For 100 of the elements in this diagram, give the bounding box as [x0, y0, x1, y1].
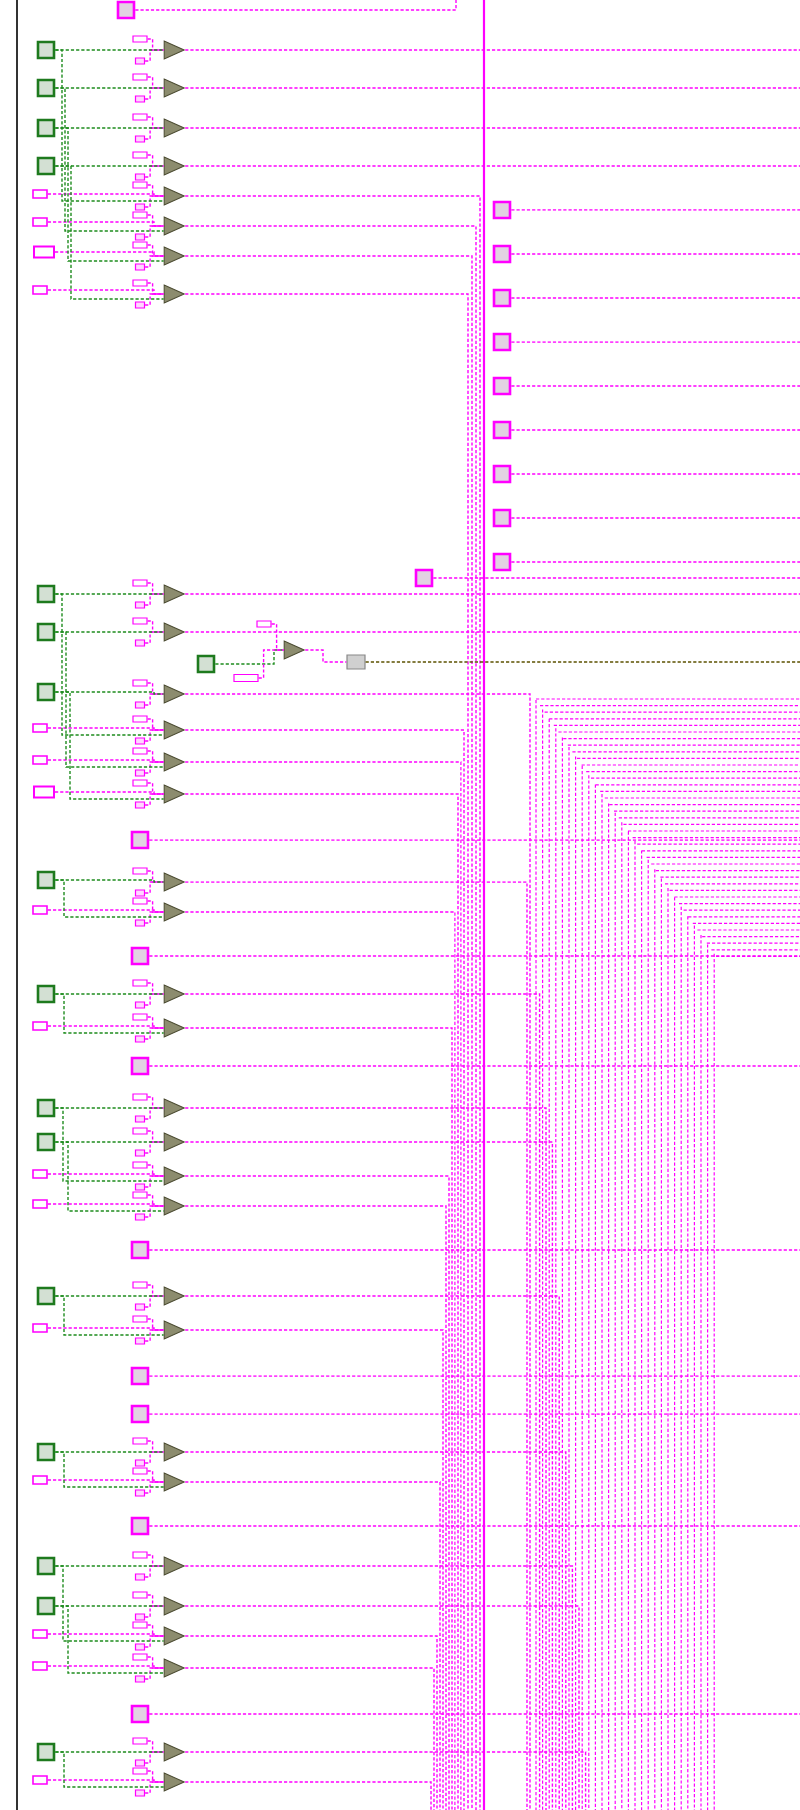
constant-box — [132, 1767, 148, 1775]
wire — [47, 193, 165, 197]
function-block — [130, 1704, 150, 1724]
triangle-node — [163, 784, 185, 804]
wire — [148, 955, 800, 957]
wire — [47, 221, 165, 227]
small-terminal — [134, 1149, 146, 1157]
wire — [510, 385, 800, 387]
constant-box — [132, 715, 148, 723]
wire — [146, 982, 165, 995]
conversion-block — [346, 654, 366, 670]
wire — [184, 1481, 441, 1810]
wire — [54, 87, 165, 232]
control-terminal — [36, 156, 56, 176]
control-terminal — [36, 1132, 56, 1152]
wire — [144, 993, 165, 1006]
wire — [148, 1713, 800, 1715]
wire — [144, 1605, 165, 1618]
small-terminal — [134, 173, 146, 181]
triangle-node — [163, 752, 185, 772]
wire — [47, 759, 165, 763]
terminal-box — [32, 755, 48, 765]
wire — [184, 87, 800, 89]
small-terminal — [134, 1759, 146, 1767]
wire — [146, 1130, 165, 1143]
triangle-node — [163, 40, 185, 60]
function-block — [130, 830, 150, 850]
constant-box — [132, 1591, 148, 1599]
triangle-node — [163, 1772, 185, 1792]
triangle-node — [163, 1556, 185, 1576]
wire — [47, 1779, 165, 1783]
wire — [184, 1667, 435, 1810]
wire — [148, 1525, 800, 1527]
control-terminal — [36, 78, 56, 98]
function-block — [492, 552, 512, 572]
wire — [146, 1194, 165, 1207]
wire — [148, 1375, 800, 1377]
small-terminal — [134, 1613, 146, 1621]
wire — [54, 1141, 165, 1212]
triangle-node — [163, 1596, 185, 1616]
terminal-box — [32, 217, 48, 227]
wire — [270, 623, 285, 651]
wire — [54, 631, 165, 768]
wire — [184, 1781, 432, 1810]
constant-box — [132, 279, 148, 287]
constant-box — [132, 1161, 148, 1169]
wire — [54, 1751, 165, 1788]
wire — [184, 127, 800, 129]
wire — [144, 1107, 165, 1120]
wire — [146, 184, 165, 197]
wire — [144, 127, 165, 140]
wire — [47, 1203, 165, 1207]
wire — [148, 1065, 800, 1067]
triangle-node — [163, 584, 185, 604]
wire — [47, 1025, 165, 1029]
wire — [184, 1451, 567, 1810]
wire — [144, 1565, 165, 1578]
wire — [47, 1633, 165, 1637]
terminal-box — [32, 723, 48, 733]
small-terminal — [134, 1337, 146, 1345]
wire — [510, 517, 800, 519]
function-block — [414, 568, 434, 588]
small-terminal — [134, 1573, 146, 1581]
small-terminal — [134, 95, 146, 103]
wire — [364, 661, 800, 663]
constant-box — [132, 1551, 148, 1559]
constant-box — [132, 1127, 148, 1135]
terminal-box — [32, 905, 48, 915]
small-terminal — [134, 701, 146, 709]
wire — [146, 1770, 165, 1783]
constant-box — [132, 1653, 148, 1661]
wire — [510, 209, 800, 211]
constant-box — [132, 779, 148, 787]
function-block — [130, 1404, 150, 1424]
wire — [146, 1284, 165, 1297]
wire — [510, 561, 800, 563]
constant-box — [132, 897, 148, 905]
wire — [510, 473, 800, 475]
terminal-box — [33, 785, 55, 799]
wire — [184, 1605, 580, 1810]
wire — [146, 1016, 165, 1029]
wire — [184, 593, 800, 595]
control-terminal — [36, 1442, 56, 1462]
small-terminal — [134, 203, 146, 211]
control-terminal — [196, 654, 216, 674]
wire — [47, 909, 165, 913]
wire — [144, 793, 165, 806]
triangle-node — [163, 1658, 185, 1678]
triangle-node — [163, 1286, 185, 1306]
small-terminal — [134, 1489, 146, 1497]
small-terminal — [134, 889, 146, 897]
constant-box — [132, 1315, 148, 1323]
triangle-node — [163, 622, 185, 642]
control-terminal — [36, 1596, 56, 1616]
terminal-box — [32, 1661, 48, 1671]
wire — [144, 1751, 165, 1764]
wire — [184, 631, 800, 633]
terminal-box — [32, 1629, 48, 1639]
control-terminal — [36, 870, 56, 890]
terminal-box — [32, 1199, 48, 1209]
